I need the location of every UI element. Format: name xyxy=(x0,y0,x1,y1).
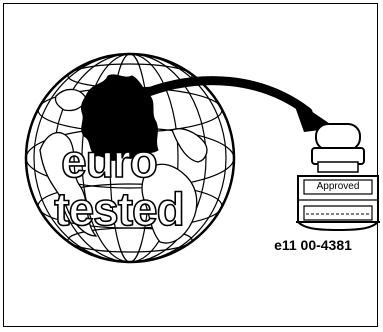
stamp-icon xyxy=(296,124,380,230)
globe-line1-text: euro xyxy=(34,138,184,184)
stamp-label: Approved xyxy=(305,181,371,192)
approval-code: e11 00-4381 xyxy=(258,237,368,253)
globe-line2-text: tested xyxy=(44,186,194,232)
